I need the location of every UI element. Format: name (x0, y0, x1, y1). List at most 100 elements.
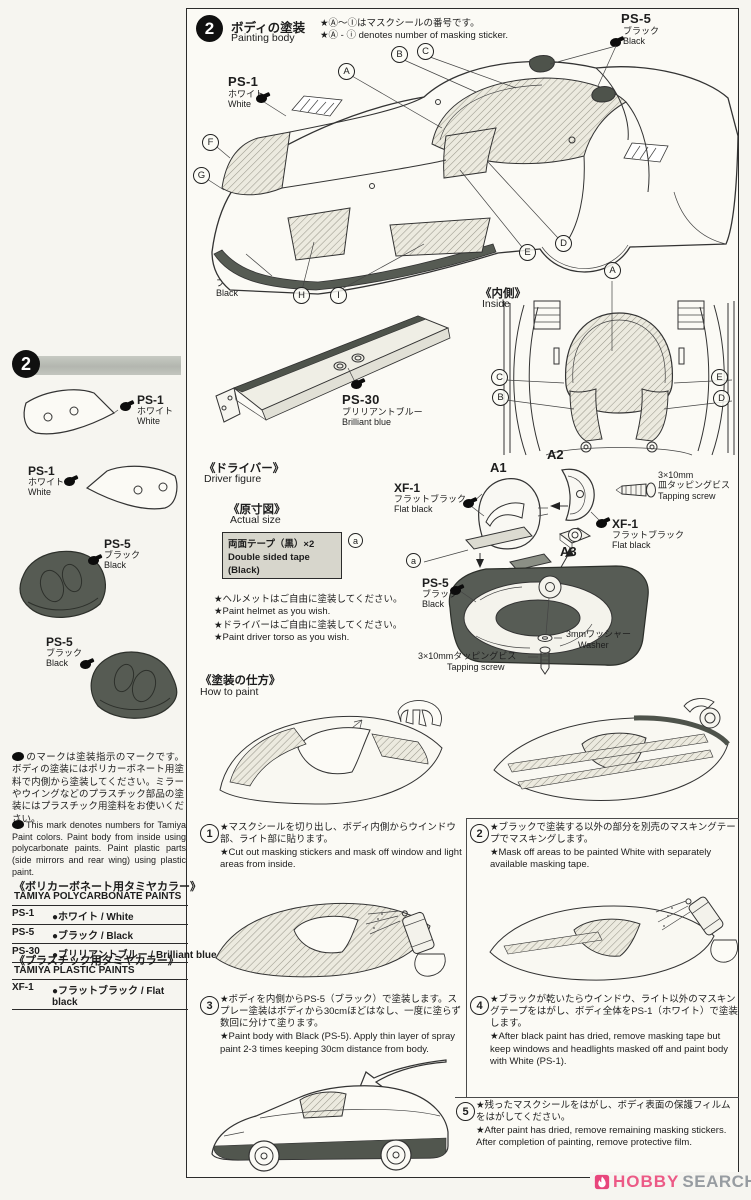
step-5-text: ★残ったマスクシールをはがし、ボディ表面の保護フィルムをはがしてください。 ★A… (476, 1100, 736, 1150)
xf1-right-code: XF-1 (612, 517, 639, 531)
finished-car-illustration (211, 1059, 449, 1172)
side-pocket-masked (569, 388, 603, 442)
part-label-a3: A3 (560, 544, 577, 559)
masking-callout-A: A (338, 63, 355, 80)
screw-top-jp: 皿タッピングビス (658, 480, 731, 490)
step2-illustration (493, 698, 730, 801)
step-4-number: 4 (470, 996, 489, 1015)
step-2-text: ★ブラックで塗装する以外の部分を別売のマスキングテープでマスキングします。 ★M… (490, 822, 738, 872)
helmet-note-en: ★Paint helmet as you wish. (214, 606, 331, 617)
inside-view-illustration (503, 281, 735, 456)
door-window-masked (443, 127, 497, 179)
helmet-visor (485, 502, 525, 527)
xf1-left-code: XF-1 (394, 481, 421, 495)
step-3-jp: ★ボディを内側からPS-5（ブラック）で塗装します。スプレー塗装はボディから30… (220, 994, 461, 1030)
wing-endplate (215, 387, 241, 423)
ps5-cockpit-jp: ブラック (422, 589, 459, 599)
xf1-left-jp: フラットブラック (394, 494, 467, 504)
masking-callout-H: H (293, 287, 310, 304)
head-shell-a2 (561, 468, 595, 521)
step-1-text: ★マスクシールを切り出し、ボディ内側からウインドウ部、ライト部に貼ります。 ★C… (220, 822, 462, 872)
xf1-left-en: Flat black (394, 504, 433, 514)
ps5-cockpit-code: PS-5 (422, 576, 449, 590)
sidebar-step-badge: 2 (12, 350, 40, 378)
masking-callout-G: G (193, 167, 210, 184)
step-2-en: ★Mask off areas to be painted White with… (490, 847, 712, 871)
tape-callout-a: a (348, 533, 363, 548)
mask-note-jp: ★Ⓐ～Ⓘはマスクシールの番号です。 (320, 18, 480, 29)
paint-mark-icon (64, 477, 75, 486)
front-splitter-black (213, 243, 497, 291)
rear-wing-illustration (215, 315, 451, 423)
canopy-dome-masked (565, 312, 673, 414)
side-pocket-masked (635, 388, 669, 442)
ps30-en: Brilliant blue (342, 417, 392, 427)
arrow-icon (476, 559, 484, 568)
driver-assembly-illustration (423, 468, 656, 675)
car-window (299, 1091, 347, 1119)
mirror-housing-black-2 (90, 651, 178, 719)
ps5-cockpit-en: Black (422, 599, 445, 609)
step-1-en: ★Cut out masking stickers and mask off w… (220, 847, 462, 871)
masking-callout-F: F (202, 134, 219, 151)
mask-note-en: ★Ⓐ - ⓘ denotes number of masking sticker… (320, 30, 509, 41)
step-3-en: ★Paint body with Black (PS-5). Apply thi… (220, 1031, 456, 1055)
ps1-body-code: PS-1 (228, 74, 259, 89)
inside-callout-B: B (492, 389, 509, 406)
inside-callout-C: C (491, 369, 508, 386)
ps5-top-en: Black (623, 36, 646, 46)
mirror-part-white-1 (23, 389, 119, 435)
sidebar-ps5-code: PS-5 (104, 537, 131, 551)
actual-size-en: Actual size (230, 514, 281, 526)
ps5-lip-en: Black (216, 288, 239, 298)
step-2-jp: ★ブラックで塗装する以外の部分を別売のマスキングテープでマスキングします。 (490, 822, 736, 846)
tapping-screw-top (621, 483, 647, 497)
plastic-paints-header-jp: 《プラスチック用タミヤカラー》 (14, 955, 179, 967)
step-4-text: ★ブラックが乾いたらウインドウ、ライト以外のマスキングテープをはがし、ボディ全体… (490, 994, 738, 1068)
spray-can (688, 896, 724, 936)
sidebar-step-bar (20, 356, 181, 375)
tape-callout-a: a (406, 553, 421, 568)
side-mirror-black (529, 55, 555, 73)
howto-title-jp: 《塗装の仕方》 (200, 675, 281, 687)
inside-callout-A: A (604, 262, 621, 279)
washer-en: Washer (578, 640, 609, 650)
headlight-area-masked (389, 217, 491, 257)
spray-can (402, 911, 435, 954)
section-title-jp: ボディの塗装 (231, 21, 306, 35)
sidebar-ps1b-jp: ホワイト (28, 477, 65, 487)
side-mirror-black (591, 86, 616, 103)
sidebar-ps5b-code: PS-5 (46, 635, 73, 649)
washer (537, 634, 553, 642)
sidebar-ps5b-en: Black (46, 658, 69, 668)
tapping-screw-bottom (539, 646, 551, 654)
helmet-note-jp: ★ヘルメットはご自由に塗装してください。 (214, 594, 403, 605)
screw-top-en: Tapping screw (658, 491, 716, 501)
paint-mark-icon (596, 519, 607, 528)
inside-callout-D: D (713, 390, 730, 407)
step-4-jp: ★ブラックが乾いたらウインドウ、ライト以外のマスキングテープをはがし、ボディ全体… (490, 994, 738, 1030)
actual-size-jp: 《原寸図》 (228, 504, 286, 516)
paint-note-jp: のマークは塗装指示のマークです。ボディの塗装にはポリカーボネート用塗料で内側から… (12, 752, 184, 825)
torso-note-jp: ★ドライバーはご自由に塗装してください。 (214, 620, 403, 631)
mirror-housing-black-1 (19, 550, 106, 618)
paint-row: PS-1 ●ホワイト / White (12, 905, 188, 924)
poly-paints-header-jp: 《ボリカーボネート用タミヤカラー》 (14, 881, 201, 893)
step-3-text: ★ボディを内側からPS-5（ブラック）で塗装します。スプレー塗装はボディから30… (220, 994, 462, 1056)
step-1-jp: ★マスクシールを切り出し、ボディ内側からウインドウ部、ライト部に貼ります。 (220, 822, 456, 846)
poly-paints-header-en: TAMIYA POLYCARBONATE PAINTS (14, 891, 182, 902)
watermark-brand-primary: HOBBY (613, 1172, 680, 1191)
hand-illustration (397, 700, 442, 727)
paint-row: XF-1 ●フラットブラック / Flat black (12, 979, 188, 1009)
inside-callout-E: E (711, 369, 728, 386)
headlight-area-masked (287, 207, 351, 261)
driver-title-jp: 《ドライバー》 (204, 463, 285, 475)
tape-actual-size-box: 両面テープ（黒）×2 Double sided tape (Black) (222, 532, 342, 579)
step-2-number: 2 (470, 824, 489, 843)
step-3-number: 3 (200, 996, 219, 1015)
paint-mark-icon (12, 820, 24, 829)
wing-top-surface (233, 315, 450, 411)
paint-mark-icon (351, 380, 362, 389)
step-1-number: 1 (200, 824, 219, 843)
hand-illustration (710, 939, 738, 963)
